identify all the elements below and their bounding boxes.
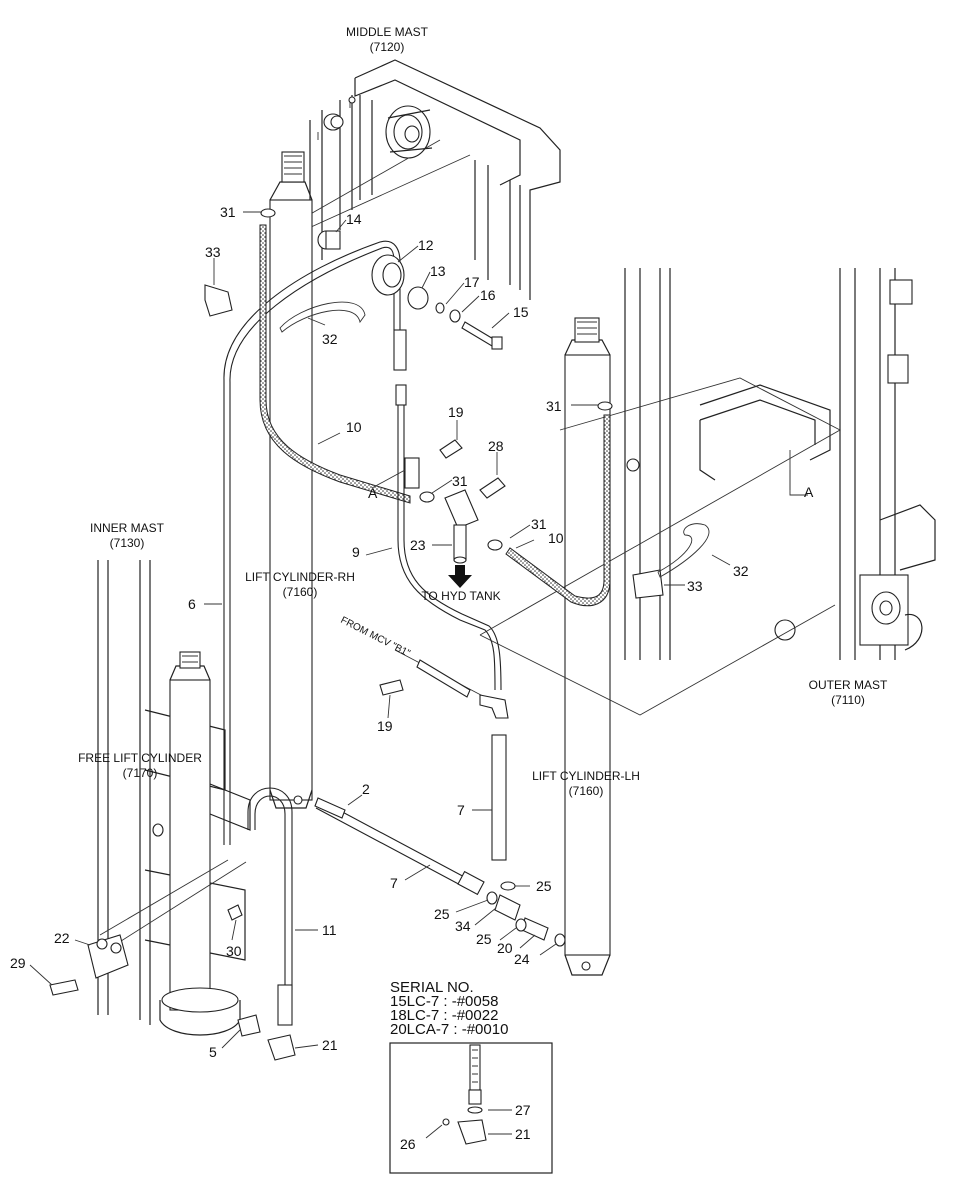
- lift-cylinder-lh: [564, 317, 611, 976]
- middle-mast-code: (7120): [370, 40, 405, 54]
- callout-28: 28: [488, 438, 504, 454]
- free-lift-cylinder: [159, 651, 241, 1036]
- callout-26: 26: [400, 1136, 416, 1152]
- hose-10-lh: [505, 414, 611, 607]
- callout-9: 9: [352, 544, 360, 560]
- callout-32: 32: [322, 331, 338, 347]
- free-lift-cylinder-code: (7170): [123, 766, 158, 780]
- from-mcv-label: FROM MCV "B1": [339, 615, 413, 660]
- callout-7: 7: [390, 875, 398, 891]
- callout-24: 24: [514, 951, 530, 967]
- inner-mast-code: (7130): [110, 536, 145, 550]
- hose-7-low: [315, 799, 471, 889]
- callout-16: 16: [480, 287, 496, 303]
- callout-31: 31: [452, 473, 468, 489]
- callout-14: 14: [346, 211, 362, 227]
- callout-19: 19: [377, 718, 393, 734]
- callout-31: 31: [220, 204, 236, 220]
- outer-mast: [479, 268, 936, 716]
- outer-mast-label: OUTER MAST: [809, 678, 888, 692]
- callout-numbers: 31 14 12 33 13 17 16 15 32 31 19 10 28 3…: [10, 204, 749, 1060]
- callout-21: 21: [322, 1037, 338, 1053]
- callout-20: 20: [497, 940, 513, 956]
- outer-mast-code: (7110): [831, 693, 865, 707]
- callout-21: 21: [515, 1126, 531, 1142]
- callout-13: 13: [430, 263, 446, 279]
- callout-30: 30: [226, 943, 242, 959]
- callout-7: 7: [457, 802, 465, 818]
- lift-cylinder-rh-label: LIFT CYLINDER-RH: [245, 570, 355, 584]
- inner-mast-label: INNER MAST: [90, 521, 165, 535]
- callout-33: 33: [205, 244, 221, 260]
- hose-7-lh: [491, 734, 507, 861]
- fittings: [49, 208, 710, 1061]
- serial-line-3: 20LCA-7 : -#0010: [390, 1021, 508, 1038]
- callout-2: 2: [362, 781, 370, 797]
- lift-cylinder-lh-label: LIFT CYLINDER-LH: [532, 769, 640, 783]
- pipe-6: [223, 240, 401, 845]
- callout-25: 25: [434, 906, 450, 922]
- callout-10: 10: [548, 530, 564, 546]
- callout-15: 15: [513, 304, 529, 320]
- free-lift-cylinder-label: FREE LIFT CYLINDER: [78, 751, 202, 765]
- callout-22: 22: [54, 930, 70, 946]
- middle-mast-label: MIDDLE MAST: [346, 25, 429, 39]
- callout-32: 32: [733, 563, 749, 579]
- inset-box: [389, 1042, 553, 1174]
- serial-line-1: 15LC-7 : -#0058: [390, 993, 498, 1010]
- callout-34: 34: [455, 918, 471, 934]
- callout-25: 25: [536, 878, 552, 894]
- callout-12: 12: [418, 237, 434, 253]
- section-a-right: A: [804, 484, 814, 500]
- callout-17: 17: [464, 274, 480, 290]
- leader-lines: [29, 211, 791, 1049]
- callout-11: 11: [322, 922, 337, 938]
- serial-title: SERIAL NO.: [390, 979, 474, 996]
- callout-6: 6: [188, 596, 196, 612]
- hose-11: [247, 787, 293, 990]
- hose-10-rh: [259, 224, 411, 504]
- callout-33: 33: [687, 578, 703, 594]
- middle-mast: [299, 59, 561, 300]
- serial-inset: SERIAL NO. 15LC-7 : -#0058 18LC-7 : -#00…: [389, 979, 553, 1174]
- to-hyd-tank-label: TO HYD TANK: [421, 589, 500, 603]
- lift-cylinder-rh: [269, 151, 313, 809]
- serial-line-2: 18LC-7 : -#0022: [390, 1007, 498, 1024]
- callout-10: 10: [346, 419, 362, 435]
- pipe-9: [397, 400, 496, 691]
- callout-31: 31: [546, 398, 562, 414]
- callout-5: 5: [209, 1044, 217, 1060]
- callout-19: 19: [448, 404, 464, 420]
- callout-27: 27: [515, 1102, 531, 1118]
- callout-29: 29: [10, 955, 26, 971]
- callout-31: 31: [531, 516, 547, 532]
- lift-cylinder-lh-code: (7160): [569, 784, 604, 798]
- callout-25: 25: [476, 931, 492, 947]
- section-a-left: A: [368, 485, 378, 501]
- lift-cylinder-rh-code: (7160): [283, 585, 318, 599]
- callout-23: 23: [410, 537, 426, 553]
